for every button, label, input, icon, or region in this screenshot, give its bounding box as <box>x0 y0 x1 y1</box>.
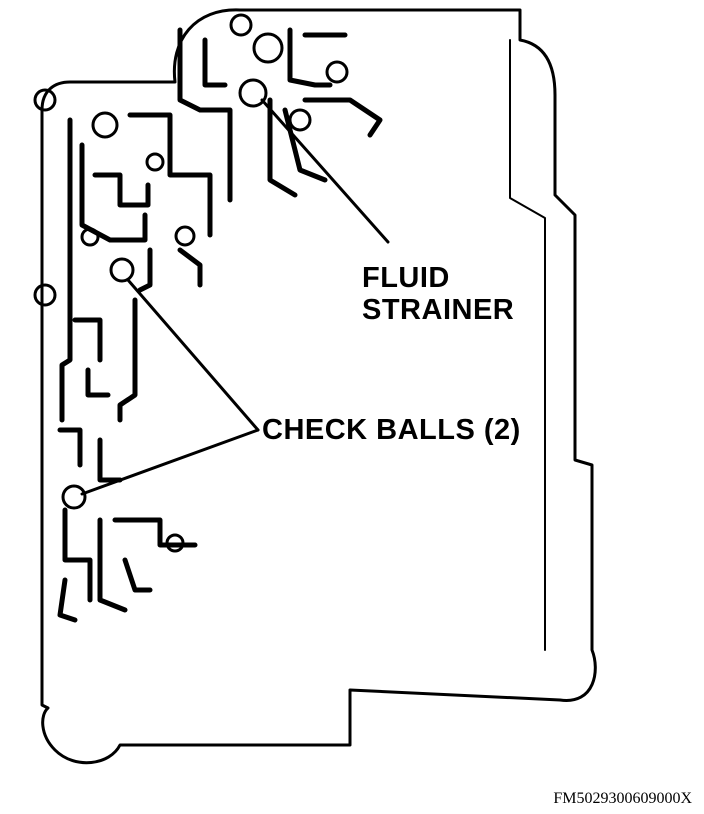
check-ball-upper <box>109 257 135 283</box>
oil-passage <box>97 517 128 613</box>
leader-line-strainer <box>260 98 390 244</box>
plate-hole <box>33 283 57 307</box>
oil-passage <box>97 437 123 483</box>
oil-passage <box>79 142 148 243</box>
oil-passage <box>59 117 73 423</box>
plate-hole <box>229 13 253 37</box>
oil-passage <box>62 507 93 603</box>
figure-id: FM5029300609000X <box>553 790 692 807</box>
label-strainer: STRAINER <box>362 294 515 326</box>
oil-passage <box>177 27 233 203</box>
plate-hole <box>325 60 349 84</box>
plate-hole <box>174 225 196 247</box>
oil-passage <box>122 557 153 593</box>
oil-passage <box>112 517 198 548</box>
label-fluid: FLUID <box>362 262 450 294</box>
oil-passage <box>302 97 383 138</box>
oil-passage <box>92 172 151 208</box>
oil-passage <box>137 247 153 293</box>
fluid-strainer <box>238 78 268 108</box>
oil-passage <box>287 27 333 88</box>
label-check-balls: CHECK BALLS (2) <box>262 414 521 446</box>
plate-hole <box>288 108 312 132</box>
oil-passage <box>85 367 111 398</box>
plate-hole <box>145 152 165 172</box>
plate-inner-edge <box>509 39 546 651</box>
plate-hole <box>91 111 119 139</box>
leader-line-check-lower <box>80 428 260 496</box>
oil-passage <box>57 577 78 623</box>
check-ball-lower <box>61 484 87 510</box>
oil-passage <box>57 427 83 468</box>
oil-passage <box>117 297 138 423</box>
oil-passage <box>72 317 103 363</box>
plate-hole <box>33 88 57 112</box>
oil-passage <box>202 37 228 88</box>
oil-passage <box>177 247 203 288</box>
leader-line-check-upper <box>126 278 260 432</box>
oil-passage <box>267 97 298 198</box>
oil-passage <box>127 112 213 238</box>
plate-outline <box>40 8 597 765</box>
plate-hole <box>252 32 284 64</box>
